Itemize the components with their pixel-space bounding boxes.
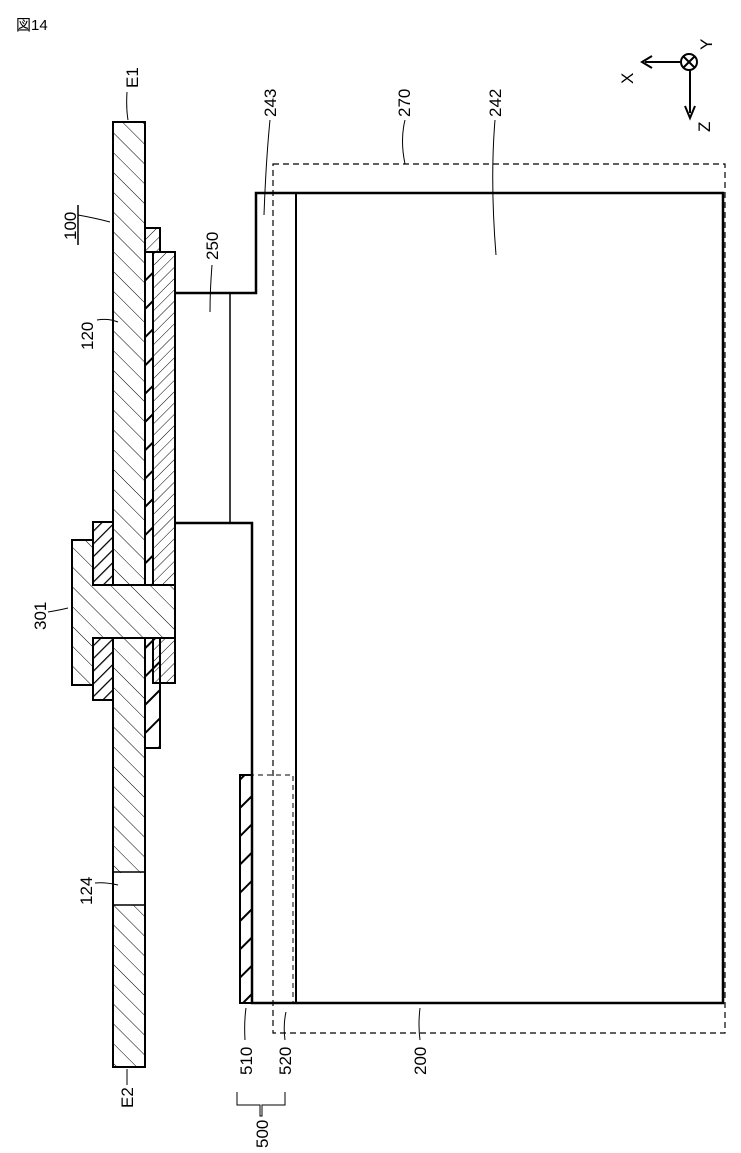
gap-124 <box>114 873 144 905</box>
label-120: 120 <box>78 322 97 350</box>
electrode-terminal-upper <box>153 252 175 585</box>
electrode-terminal-lower <box>153 638 175 683</box>
label-243: 243 <box>261 89 280 117</box>
label-100: 100 <box>61 212 80 240</box>
insulator-step <box>145 228 160 252</box>
washer-lower <box>93 638 113 700</box>
label-500: 500 <box>253 1120 272 1148</box>
label-510: 510 <box>237 1047 256 1075</box>
case-outline <box>175 193 723 1003</box>
label-520: 520 <box>276 1047 295 1075</box>
axis-z-label: Z <box>695 122 714 132</box>
busbar-120-upper <box>113 122 145 585</box>
envelope-270 <box>273 164 725 1033</box>
figure-label: 図14 <box>16 17 48 34</box>
label-301: 301 <box>31 602 50 630</box>
spacer-250 <box>175 293 230 523</box>
busbar-120-lower <box>113 638 145 1067</box>
label-e2: E2 <box>118 1087 137 1108</box>
label-242: 242 <box>486 89 505 117</box>
label-270: 270 <box>395 89 414 117</box>
insulator-layer-upper <box>145 252 153 585</box>
label-200: 200 <box>411 1047 430 1075</box>
label-e1: E1 <box>123 67 142 88</box>
label-250: 250 <box>203 232 222 260</box>
axis-indicator <box>642 54 697 118</box>
axis-y-label: Y <box>697 39 716 50</box>
plate-510 <box>240 775 252 1003</box>
axis-x-label: X <box>618 73 637 84</box>
label-124: 124 <box>77 877 96 905</box>
washer-upper <box>93 522 113 585</box>
